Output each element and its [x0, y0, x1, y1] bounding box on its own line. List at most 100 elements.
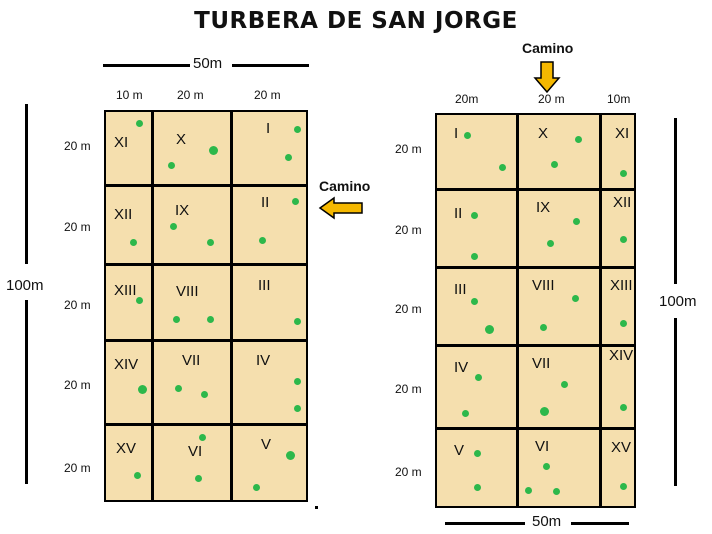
right-height-label: 100m	[659, 293, 697, 310]
left-col-label-3: 20 m	[254, 88, 281, 102]
plot-label-V: V	[261, 436, 272, 453]
right-col-label-2: 20 m	[538, 92, 565, 106]
right-plot-grid: I X XI II IX XII III VIII XIII IV VII XI…	[435, 113, 636, 508]
sample-point	[619, 235, 627, 243]
grid-line	[437, 343, 634, 347]
diagram-title: TURBERA DE SAN JORGE	[194, 8, 518, 34]
left-width-label: 50m	[193, 55, 223, 72]
sample-point	[473, 483, 481, 491]
sample-point	[539, 406, 549, 416]
path-label-top: Camino	[522, 40, 574, 56]
sample-point	[293, 125, 301, 133]
sample-point	[285, 450, 295, 460]
plot-label-XIV: XIV	[114, 356, 139, 373]
plot-label-X: X	[176, 131, 187, 148]
sample-point	[473, 449, 481, 457]
plot-label-IV: IV	[256, 352, 271, 369]
grid-line	[515, 115, 519, 506]
sample-point	[560, 380, 568, 388]
grid-line	[106, 338, 306, 342]
sample-point	[200, 390, 208, 398]
sample-point	[258, 236, 266, 244]
grid-line	[229, 112, 233, 500]
left-row-label-4: 20 m	[64, 378, 91, 392]
grid-line	[437, 265, 634, 269]
sample-point	[550, 160, 558, 168]
sample-point	[284, 153, 292, 161]
right-height-line-top	[674, 118, 677, 284]
plot-label-XV: XV	[116, 440, 137, 457]
plot-label-IX: IX	[536, 199, 551, 216]
plot-label-III: III	[258, 277, 271, 294]
plot-label-IX: IX	[175, 202, 190, 219]
sample-point	[198, 433, 206, 441]
plot-label-VI: VI	[535, 438, 550, 455]
arrow-down-icon	[533, 61, 561, 94]
grid-line	[437, 187, 634, 191]
sample-point	[474, 373, 482, 381]
sample-point	[135, 119, 143, 127]
right-col-label-3: 10m	[607, 92, 631, 106]
right-row-label-4: 20 m	[395, 382, 422, 396]
stray-mark	[315, 506, 318, 509]
sample-point	[539, 323, 547, 331]
sample-point	[574, 135, 582, 143]
right-row-label-3: 20 m	[395, 302, 422, 316]
sample-point	[571, 294, 579, 302]
left-height-label: 100m	[6, 277, 44, 294]
plot-label-VIII: VIII	[176, 283, 199, 300]
plot-label-XII: XII	[114, 206, 133, 223]
sample-point	[252, 483, 260, 491]
plot-label-VI: VI	[188, 443, 203, 460]
left-row-label-2: 20 m	[64, 220, 91, 234]
plot-label-VII: VII	[532, 355, 551, 372]
sample-point	[208, 145, 218, 155]
plot-label-XII: XII	[613, 194, 632, 211]
sample-point	[619, 319, 627, 327]
sample-point	[293, 317, 301, 325]
sample-point	[470, 252, 478, 260]
sample-point	[484, 324, 494, 334]
grid-line	[150, 112, 154, 500]
sample-point	[133, 471, 141, 479]
right-col-label-1: 20m	[455, 92, 479, 106]
plot-label-III: III	[454, 281, 467, 298]
path-label-left: Camino	[319, 178, 371, 194]
sample-point	[546, 239, 554, 247]
left-plot-grid: XI X I XII IX II XIII VIII III XIV VII I…	[104, 110, 308, 502]
arrow-left-icon	[318, 196, 363, 220]
plot-label-X: X	[538, 125, 549, 142]
left-width-line-right	[232, 64, 309, 67]
right-width-line-right	[571, 522, 629, 525]
left-row-label-5: 20 m	[64, 461, 91, 475]
grid-line	[437, 426, 634, 430]
sample-point	[206, 238, 214, 246]
left-row-label-3: 20 m	[64, 298, 91, 312]
plot-label-I: I	[454, 125, 459, 142]
plot-label-XIII: XIII	[114, 282, 137, 299]
sample-point	[206, 315, 214, 323]
sample-point	[619, 169, 627, 177]
plot-label-XIII: XIII	[610, 277, 633, 294]
plot-label-VII: VII	[182, 352, 201, 369]
plot-label-IV: IV	[454, 359, 469, 376]
sample-point	[470, 297, 478, 305]
right-height-line-bottom	[674, 318, 677, 486]
right-width-label: 50m	[532, 513, 562, 530]
grid-line	[598, 115, 602, 506]
plot-label-V: V	[454, 442, 465, 459]
plot-label-II: II	[454, 205, 463, 222]
sample-point	[572, 217, 580, 225]
sample-point	[129, 238, 137, 246]
sample-point	[463, 131, 471, 139]
plot-label-XV: XV	[611, 439, 632, 456]
left-col-label-1: 10 m	[116, 88, 143, 102]
sample-point	[552, 487, 560, 495]
sample-point	[498, 163, 506, 171]
sample-point	[524, 486, 532, 494]
left-col-label-2: 20 m	[177, 88, 204, 102]
sample-point	[172, 315, 180, 323]
right-row-label-5: 20 m	[395, 465, 422, 479]
grid-line	[106, 183, 306, 187]
plot-label-XIV: XIV	[609, 347, 634, 364]
